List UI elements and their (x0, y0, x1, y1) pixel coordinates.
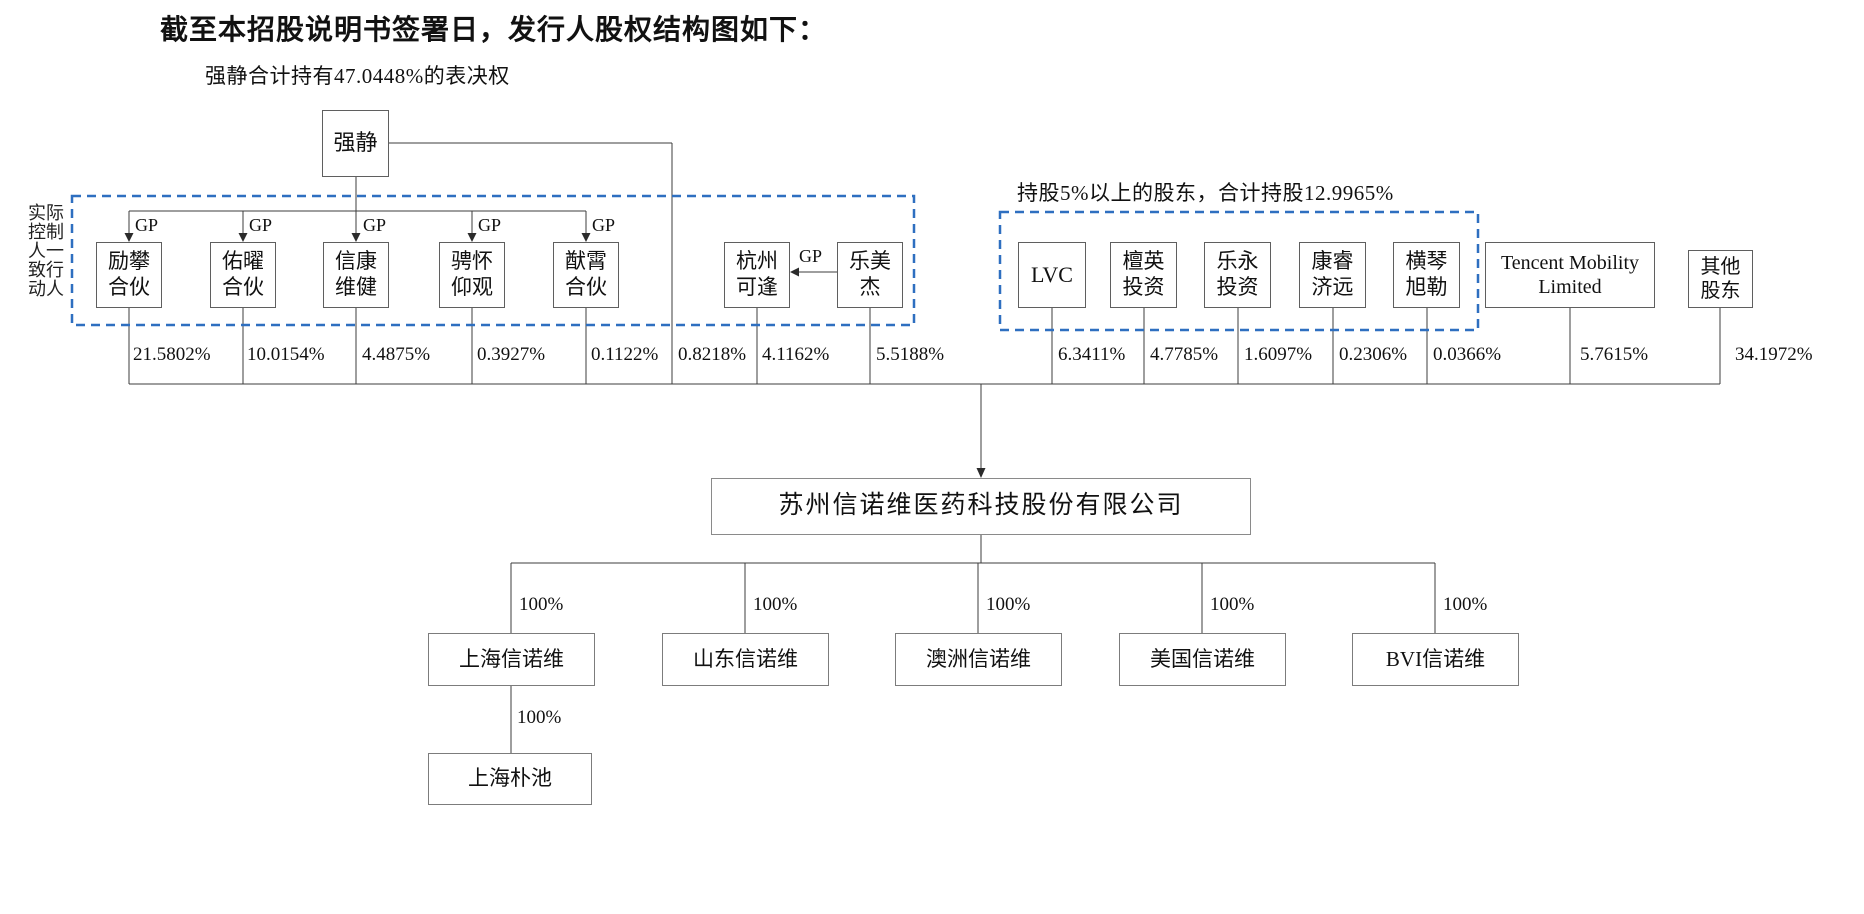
major-holders-dashed-box (998, 210, 1480, 332)
percent-sub-australia: 100% (986, 594, 1031, 615)
node-xinkang: 信康维健 (323, 242, 389, 308)
node-issuer-company: 苏州信诺维医药科技股份有限公司 (711, 478, 1251, 535)
node-shandong-xinnuowei: 山东信诺维 (662, 633, 829, 686)
percent-sub-shanghai: 100% (519, 594, 564, 615)
percent-others: 34.1972% (1735, 344, 1813, 365)
node-australia-xinnuowei: 澳洲信诺维 (895, 633, 1062, 686)
node-hengqin: 横琴旭勒 (1393, 242, 1460, 308)
node-shanghai-xinnuowei: 上海信诺维 (428, 633, 595, 686)
percent-tencent: 5.7615% (1580, 344, 1649, 365)
node-youxiao: 猷霄合伙 (553, 242, 619, 308)
qiangjing-voting-note: 强静合计持有47.0448%的表决权 (205, 64, 510, 88)
percent-chenghuai: 0.3927% (477, 344, 546, 365)
node-leyong: 乐永投资 (1204, 242, 1271, 308)
node-bvi-xinnuowei: BVI信诺维 (1352, 633, 1519, 686)
node-youyao: 佑曜合伙 (210, 242, 276, 308)
gp-arrowheads (124, 233, 799, 277)
percent-xinkang: 4.4875% (362, 344, 431, 365)
percent-youxiao: 0.1122% (591, 344, 659, 365)
gp-label-3: GP (363, 215, 387, 235)
node-usa-xinnuowei: 美国信诺维 (1119, 633, 1286, 686)
major-holders-note: 持股5%以上的股东，合计持股12.9965% (1017, 181, 1394, 205)
node-other-shareholders: 其他股东 (1688, 250, 1753, 308)
percent-youyao: 10.0154% (247, 344, 325, 365)
percent-hengqin: 0.0366% (1433, 344, 1502, 365)
gp-label-2: GP (249, 215, 273, 235)
node-kangrui: 康睿济远 (1299, 242, 1366, 308)
percent-lvc: 6.3411% (1058, 344, 1126, 365)
percent-tanying: 4.7785% (1150, 344, 1219, 365)
percent-kangrui: 0.2306% (1339, 344, 1408, 365)
node-lipan: 励攀合伙 (96, 242, 162, 308)
node-tencent-mobility: Tencent Mobility Limited (1485, 242, 1655, 308)
percent-sub-shandong: 100% (753, 594, 798, 615)
percent-lipan: 21.5802% (133, 344, 211, 365)
node-shanghai-puchi: 上海朴池 (428, 753, 592, 805)
percent-sub-bvi: 100% (1443, 594, 1488, 615)
node-tanying: 檀英投资 (1110, 242, 1177, 308)
gp-label-1: GP (135, 215, 159, 235)
gp-label-lemeijie: GP (799, 246, 823, 266)
page-title: 截至本招股说明书签署日，发行人股权结构图如下： (160, 15, 828, 46)
percent-hangzhou-kefeng: 4.1162% (762, 344, 830, 365)
percent-shanghai-puchi: 100% (517, 707, 562, 728)
node-chenghuai: 骋怀仰观 (439, 242, 505, 308)
node-lvc: LVC (1018, 242, 1086, 308)
controller-dashed-box (70, 194, 916, 327)
percent-leyong: 1.6097% (1244, 344, 1313, 365)
gp-label-4: GP (478, 215, 502, 235)
percent-sub-usa: 100% (1210, 594, 1255, 615)
actual-controller-label: 实际控制人一致行动人 (28, 203, 64, 299)
percent-qiangjing-direct: 0.8218% (678, 344, 747, 365)
issuer-arrowhead (976, 468, 986, 478)
percent-le-meijie: 5.5188% (876, 344, 945, 365)
node-hangzhou-kefeng: 杭州可逢 (724, 242, 790, 308)
solid-connectors (128, 142, 1721, 753)
node-le-meijie: 乐美杰 (837, 242, 903, 308)
gp-label-5: GP (592, 215, 616, 235)
node-qiangjing: 强静 (322, 110, 389, 177)
